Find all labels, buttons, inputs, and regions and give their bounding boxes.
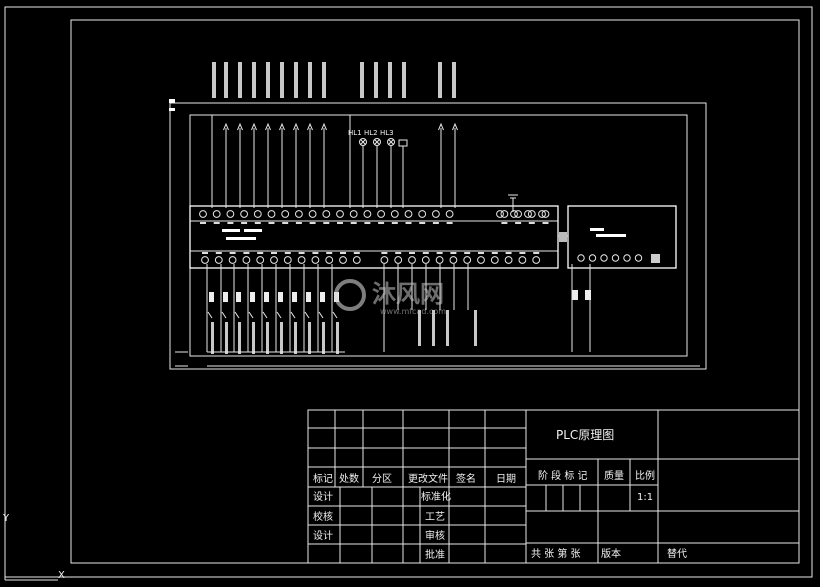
watermark-brand: 沐风网: [372, 280, 444, 308]
axis-x-label: X: [58, 570, 65, 581]
plc-module: [189, 205, 559, 269]
sign-process: 工艺: [425, 511, 445, 523]
weight-label: 质量: [604, 470, 624, 482]
ucs-axis: Y X: [2, 500, 65, 581]
th-change-doc: 更改文件: [408, 472, 448, 485]
axis-y-label: Y: [2, 513, 10, 524]
th-date: 日期: [496, 473, 516, 485]
sign-standard: 标准化: [421, 490, 451, 503]
sign-check: 校核: [313, 510, 333, 523]
hl3-label: HL3: [380, 129, 394, 137]
sign-design-2: 设计: [313, 529, 333, 542]
th-count: 处数: [339, 472, 359, 485]
scale-label: 比例: [635, 469, 655, 482]
plc-schematic: [169, 62, 707, 370]
expansion-module: [567, 205, 677, 269]
scale-value: 1:1: [637, 492, 653, 503]
th-zone: 分区: [372, 473, 392, 485]
drawing-title: PLC原理图: [556, 428, 614, 442]
sign-review: 审核: [425, 529, 445, 542]
sheet-count: 共 张 第 张: [531, 547, 581, 560]
outer-border: [4, 6, 813, 578]
watermark: 沐风网 www.mfcad.com: [334, 279, 446, 316]
supersede-label: 替代: [667, 547, 687, 560]
hl1-label: HL1: [348, 129, 362, 137]
watermark-url: www.mfcad.com: [380, 307, 446, 316]
th-mark: 标记: [313, 473, 333, 485]
title-block: PLC原理图 标记 处数 分区 更改文件 签名 日期 设计 校核 设计 标准化 …: [307, 409, 800, 564]
panel-frame: [169, 102, 707, 370]
version-label: 版本: [601, 547, 621, 560]
sign-approve: 批准: [425, 548, 445, 561]
stage-mark: 阶 段 标 记: [538, 469, 588, 482]
hl2-label: HL2: [364, 129, 378, 137]
sign-design: 设计: [313, 490, 333, 503]
th-sign: 签名: [456, 472, 476, 485]
